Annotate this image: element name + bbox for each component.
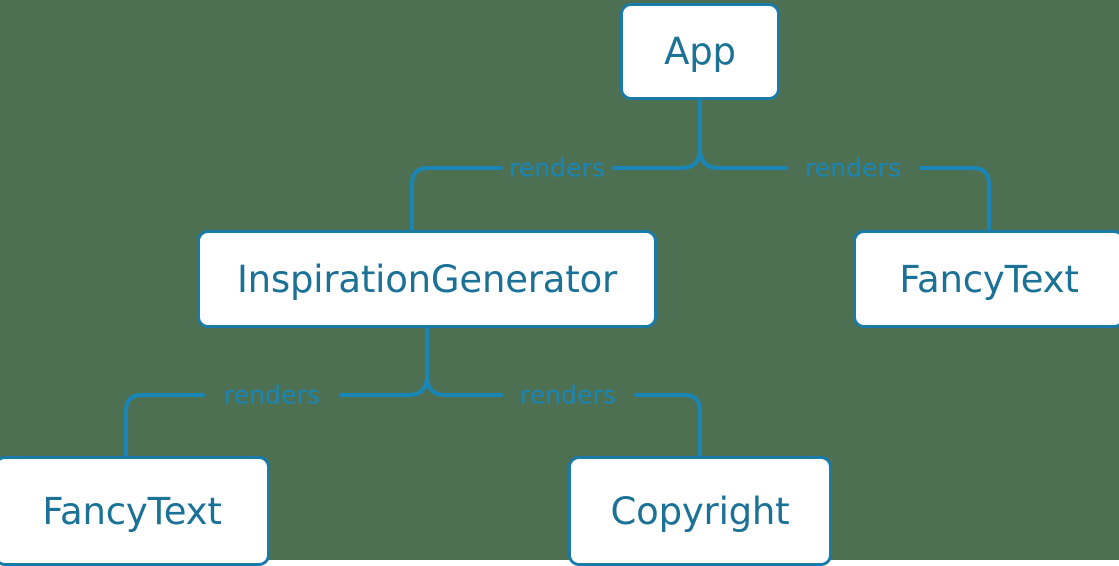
node-fancytext-bottom[interactable]: FancyText <box>0 456 270 566</box>
node-copyright-label: Copyright <box>610 489 790 533</box>
node-inspirationgenerator[interactable]: InspirationGenerator <box>197 230 657 328</box>
edge-rail-inspgen-fancy <box>124 393 205 458</box>
edge-rail-app-fancy <box>919 166 991 232</box>
edge-label-app-fancytext: renders <box>804 153 902 183</box>
edge-label-inspirationgenerator-fancytext: renders <box>223 380 321 410</box>
node-fancytext-bottom-label: FancyText <box>42 489 222 533</box>
edge-fork-app-left <box>612 150 702 170</box>
node-copyright[interactable]: Copyright <box>568 456 832 566</box>
node-fancytext-right-label: FancyText <box>899 257 1079 301</box>
node-app[interactable]: App <box>620 3 780 100</box>
edge-fork-inspgen-right <box>425 377 503 397</box>
node-inspirationgenerator-label: InspirationGenerator <box>236 257 618 301</box>
edge-fork-inspgen-left <box>339 377 429 397</box>
edge-label-inspirationgenerator-copyright: renders <box>519 380 617 410</box>
edge-rail-inspgen-copyright <box>634 393 702 458</box>
edge-rail-app-inspgen <box>410 166 503 232</box>
edge-fork-app-right <box>698 150 788 170</box>
edge-label-app-inspirationgenerator: renders <box>508 153 606 183</box>
node-fancytext-right[interactable]: FancyText <box>853 230 1119 328</box>
node-app-label: App <box>664 30 736 73</box>
